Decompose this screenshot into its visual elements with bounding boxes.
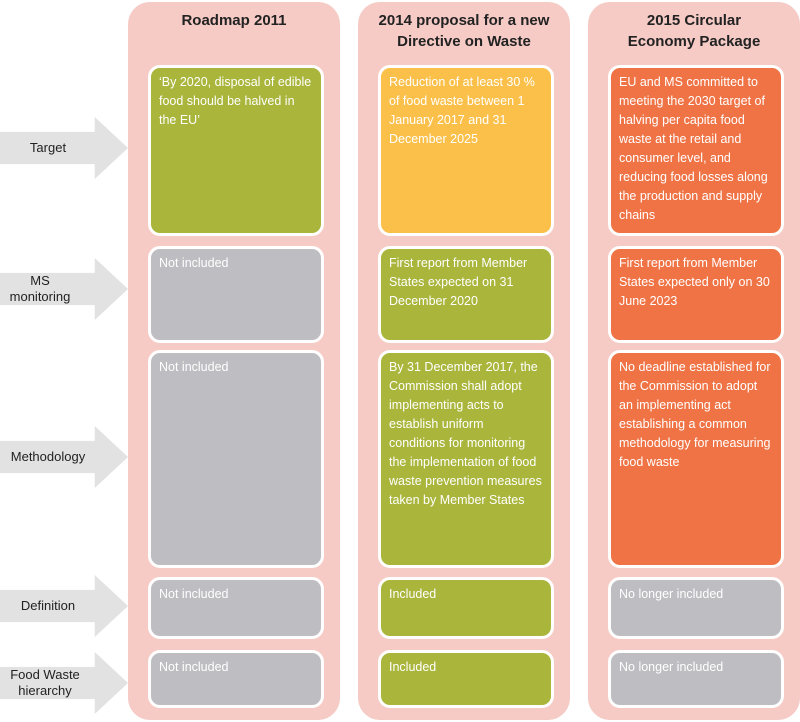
cell-proposal-definition: Included [378, 577, 554, 639]
row-label-definition: Definition [20, 598, 76, 613]
cell-package-monitoring: First report from Member States expected… [608, 246, 784, 343]
column-title-2015-package: 2015 Circular Economy Package [627, 12, 761, 50]
cell-roadmap-monitoring: Not included [148, 246, 324, 343]
row-label-ms-monitoring: MS monitoring [9, 273, 71, 304]
cell-package-methodology: No deadline established for the Commissi… [608, 350, 784, 568]
column-title-roadmap-2011: Roadmap 2011 [181, 12, 287, 29]
row-arrow-food-waste-hierarchy: Food Waste hierarchy [0, 652, 128, 714]
row-arrow-methodology: Methodology [0, 426, 128, 488]
cell-proposal-monitoring: First report from Member States expected… [378, 246, 554, 343]
cell-roadmap-target: ‘By 2020, disposal of edible food should… [148, 65, 324, 236]
row-label-methodology: Methodology [10, 449, 86, 464]
cell-package-definition: No longer included [608, 577, 784, 639]
cell-roadmap-hierarchy: Not included [148, 650, 324, 708]
row-arrow-ms-monitoring: MS monitoring [0, 258, 128, 320]
cell-roadmap-methodology: Not included [148, 350, 324, 568]
cell-proposal-hierarchy: Included [378, 650, 554, 708]
cell-roadmap-definition: Not included [148, 577, 324, 639]
row-arrow-definition: Definition [0, 575, 128, 637]
column-roadmap-2011: Roadmap 2011 ‘By 2020, disposal of edibl… [128, 2, 340, 720]
cell-package-target: EU and MS committed to meeting the 2030 … [608, 65, 784, 236]
column-title-2014-proposal: 2014 proposal for a new Directive on Was… [378, 12, 550, 50]
column-2014-proposal: 2014 proposal for a new Directive on Was… [358, 2, 570, 720]
cell-proposal-methodology: By 31 December 2017, the Commission shal… [378, 350, 554, 568]
cell-proposal-target: Reduction of at least 30 % of food waste… [378, 65, 554, 236]
row-label-food-waste-hierarchy: Food Waste hierarchy [10, 667, 80, 698]
row-arrow-target: Target [0, 117, 128, 179]
row-label-target: Target [29, 140, 67, 155]
column-2015-circular-economy-package: 2015 Circular Economy Package EU and MS … [588, 2, 800, 720]
cell-package-hierarchy: No longer included [608, 650, 784, 708]
